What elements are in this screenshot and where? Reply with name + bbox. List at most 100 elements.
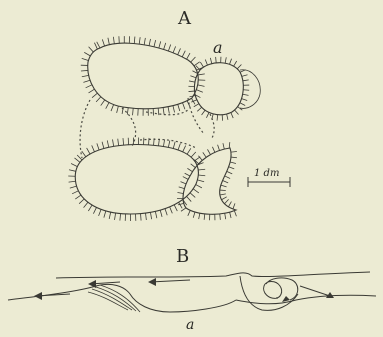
- cilia-hair: [207, 149, 210, 154]
- cilia-hair: [94, 43, 97, 49]
- cilia-hair: [123, 138, 124, 145]
- cilia-hair: [197, 107, 201, 111]
- cilia-hair: [234, 211, 236, 217]
- scale-bar-label: 1 dm: [254, 169, 279, 179]
- cilia-hair: [227, 114, 228, 120]
- current-arrow-3-head: [148, 278, 156, 286]
- cilia-hair: [134, 37, 135, 44]
- cilia-hair: [218, 145, 220, 151]
- cilia-hair: [168, 107, 169, 114]
- sediment-hatching: [88, 285, 140, 312]
- cilia-hair: [164, 43, 166, 50]
- cilia-hair: [198, 169, 205, 170]
- cilia-hair: [191, 152, 196, 157]
- cilia-hair: [158, 108, 159, 115]
- cilia-hair: [230, 212, 231, 218]
- panel-b-drawing: [8, 272, 376, 312]
- cell-lower-left: [75, 145, 198, 214]
- cilia-hair: [107, 140, 108, 147]
- cilia-hair: [193, 189, 199, 193]
- cilia-hair: [92, 145, 95, 151]
- cilia-hair: [173, 106, 175, 113]
- cilia-hair: [187, 53, 190, 59]
- cilia-hair: [220, 194, 226, 195]
- cilia-hair: [200, 62, 203, 67]
- cilia-hair: [231, 157, 237, 158]
- water-surface-line: [56, 272, 370, 278]
- cell-lower-right: [183, 148, 236, 214]
- cilia-hair: [224, 199, 228, 203]
- cilia-hair: [160, 210, 162, 217]
- cilia-hair: [84, 202, 88, 207]
- cilia-hair: [189, 81, 195, 82]
- cilia-hair: [141, 214, 142, 221]
- cilia-hair: [197, 180, 204, 182]
- cilia-hair: [178, 104, 180, 111]
- cilia-hair: [225, 213, 226, 219]
- dotted-connection-right: [188, 98, 204, 134]
- cilia-hair: [168, 141, 169, 148]
- cilia-hair: [196, 185, 202, 188]
- cilia-hair: [177, 193, 183, 194]
- cilia-hair: [71, 164, 77, 167]
- cilia-hair: [183, 146, 186, 152]
- cilia-hair: [229, 142, 230, 148]
- cilia-hair: [204, 214, 205, 220]
- cilia-hair: [181, 208, 186, 211]
- cilia-hair: [230, 162, 236, 164]
- cilia-hair: [194, 62, 200, 66]
- cilia-hair: [168, 45, 170, 52]
- panel-b-point-label: a: [186, 318, 194, 332]
- cilia-hair: [223, 181, 229, 183]
- cilia-hair: [199, 213, 200, 219]
- cilia-hair: [187, 196, 192, 201]
- cilia-hair: [243, 80, 249, 81]
- dotted-connection-left: [80, 100, 90, 158]
- cilia-hair: [93, 207, 96, 213]
- cilia-hair: [237, 64, 241, 68]
- panel-a-label: A: [178, 10, 192, 28]
- cilia-hair: [108, 38, 109, 45]
- cilia-hair: [212, 147, 214, 152]
- cilia-hair: [231, 151, 237, 152]
- cell-a-fringe: [188, 57, 249, 121]
- cilia-hair: [87, 148, 90, 154]
- cilia-hair: [182, 103, 184, 110]
- cilia-hair: [225, 176, 230, 179]
- cilia-hair: [75, 158, 80, 162]
- cilia-hair: [165, 209, 167, 216]
- cilia-hair: [216, 57, 217, 63]
- cilia-hair: [210, 58, 211, 64]
- cilia-hair: [223, 143, 224, 149]
- cilia-hair: [77, 155, 82, 160]
- cilia-hair: [79, 199, 84, 204]
- cilia-hair: [220, 214, 221, 220]
- cilia-hair: [202, 110, 206, 115]
- cilia-hair: [104, 211, 106, 218]
- cilia-hair: [72, 191, 78, 194]
- cilia-hair: [118, 139, 119, 146]
- dotted-connection-upper: [146, 110, 188, 115]
- cilia-hair: [102, 39, 104, 46]
- cilia-hair: [191, 164, 196, 168]
- cilia-hair: [178, 203, 184, 204]
- cilia-hair: [206, 112, 209, 117]
- cilia-hair: [231, 113, 233, 119]
- sediment-bed-left: [8, 284, 236, 312]
- cilia-hair: [225, 57, 226, 63]
- cilia-hair: [233, 203, 235, 209]
- cilia-hair: [178, 48, 181, 54]
- cilia-hair: [205, 60, 207, 66]
- cilia-hair: [127, 108, 128, 115]
- cilia-hair: [69, 181, 76, 182]
- cilia-hair: [86, 85, 92, 88]
- cilia-hair: [97, 42, 100, 48]
- cilia-hair: [173, 46, 176, 52]
- cilia-hair: [242, 99, 248, 101]
- cilia-hair: [179, 202, 183, 208]
- cilia-hair: [133, 108, 134, 115]
- cilia-hair: [198, 175, 205, 176]
- cilia-hair: [75, 195, 81, 199]
- cilia-hair: [243, 94, 249, 95]
